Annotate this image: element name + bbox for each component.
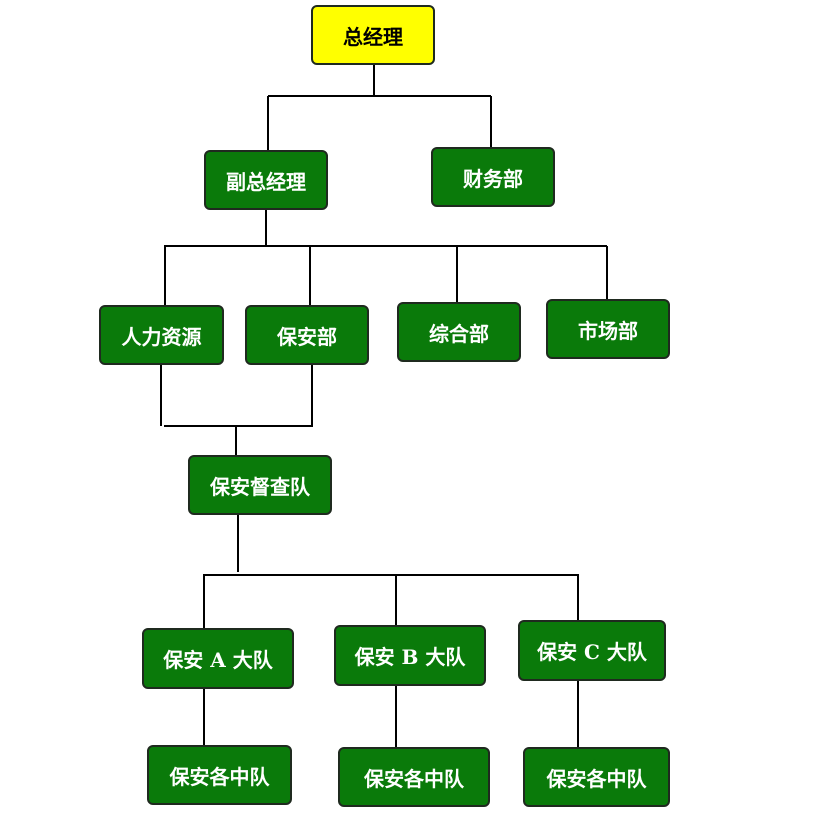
node-security-inspection-team: 保安督查队	[188, 455, 332, 515]
node-squadrons-b: 保安各中队	[338, 747, 490, 807]
node-finance: 财务部	[431, 147, 555, 207]
node-brigade-b: 保安 B 大队	[334, 625, 486, 686]
node-general-affairs: 综合部	[397, 302, 521, 362]
node-brigade-c: 保安 C 大队	[518, 620, 666, 681]
node-marketing: 市场部	[546, 299, 670, 359]
node-squadrons-c: 保安各中队	[523, 747, 670, 807]
node-brigade-a: 保安 A 大队	[142, 628, 294, 689]
node-squadrons-a: 保安各中队	[147, 745, 292, 805]
node-hr: 人力资源	[99, 305, 224, 365]
node-general-manager: 总经理	[311, 5, 435, 65]
node-deputy-general-manager: 副总经理	[204, 150, 328, 210]
node-security-dept: 保安部	[245, 305, 369, 365]
